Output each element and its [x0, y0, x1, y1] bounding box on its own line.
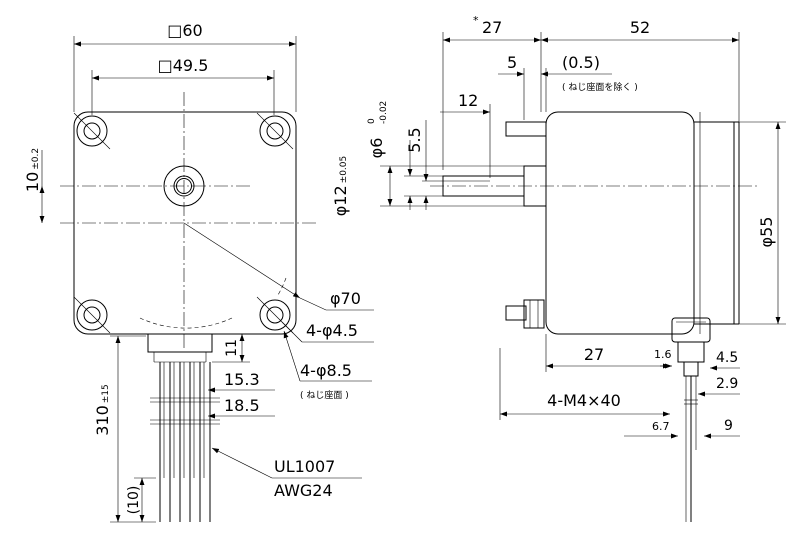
wire-gauge-label: AWG24	[274, 481, 333, 500]
counterbore-note: ( ねじ座面 )	[300, 389, 349, 401]
shaft-tol-upper: 0	[367, 118, 377, 124]
lead-pitch-a-dim: 15.3	[224, 370, 260, 389]
boss-dia-dim: φ12±0.05	[331, 156, 350, 217]
connector-height-dim: 11	[224, 339, 240, 357]
holes-label: 4-φ4.5	[306, 321, 358, 340]
center-boss	[163, 165, 205, 207]
gap-dim: (0.5)	[562, 53, 600, 72]
hole-pitch-dim: □49.5	[158, 56, 209, 75]
flange-dia-label: φ70	[330, 289, 361, 308]
body-dia-dim: φ55	[757, 217, 776, 248]
offset-dim: 10±0.2	[23, 148, 42, 192]
counterbores-label: 4-φ8.5	[300, 361, 352, 380]
conn-a-dim: 1.6	[654, 348, 672, 361]
conn-e-dim: 9	[724, 418, 733, 434]
lead-connector	[147, 333, 213, 353]
shaft-end	[173, 175, 195, 197]
flat-len-dim: 12	[458, 91, 478, 110]
shaft-len-dim: 27	[482, 18, 502, 37]
body-len-dim: 52	[630, 18, 650, 37]
shaft-dia-dim: φ6	[367, 138, 386, 159]
conn-c-dim: 2.9	[716, 376, 738, 392]
boss-len-dim: 5	[507, 53, 517, 72]
strip-length-dim: (10)	[126, 486, 142, 515]
front-view: □60 □49.5	[23, 21, 374, 523]
flat-depth-dim: 5.5	[405, 127, 424, 152]
studs-dim: 4-M4×40	[547, 391, 621, 410]
width-dim: □60	[167, 21, 202, 40]
gap-note: ( ねじ座面を除く )	[562, 81, 638, 93]
wire-type-label: UL1007	[274, 457, 335, 476]
side-view: * 27 52 5 (0.5) ( ねじ座面を除く ) 12	[331, 14, 786, 522]
conn-d-dim: 6.7	[652, 420, 670, 433]
lead-wires	[159, 362, 211, 522]
motor-body	[545, 111, 695, 335]
shaft-len-mark: *	[473, 14, 479, 27]
top-stud	[505, 121, 547, 137]
mounting-hole-tl	[73, 112, 111, 150]
mounting-hole-bl	[73, 296, 111, 334]
output-shaft	[442, 175, 525, 197]
mounting-stud	[523, 299, 545, 329]
lead-pitch-b-dim: 18.5	[224, 396, 260, 415]
stud-pos-dim: 27	[584, 345, 604, 364]
lead-length-dim: 310±15	[93, 384, 112, 436]
shaft-tol-lower: -0.02	[379, 101, 389, 124]
conn-b-dim: 4.5	[716, 350, 738, 366]
mounting-hole-tr	[256, 112, 294, 150]
